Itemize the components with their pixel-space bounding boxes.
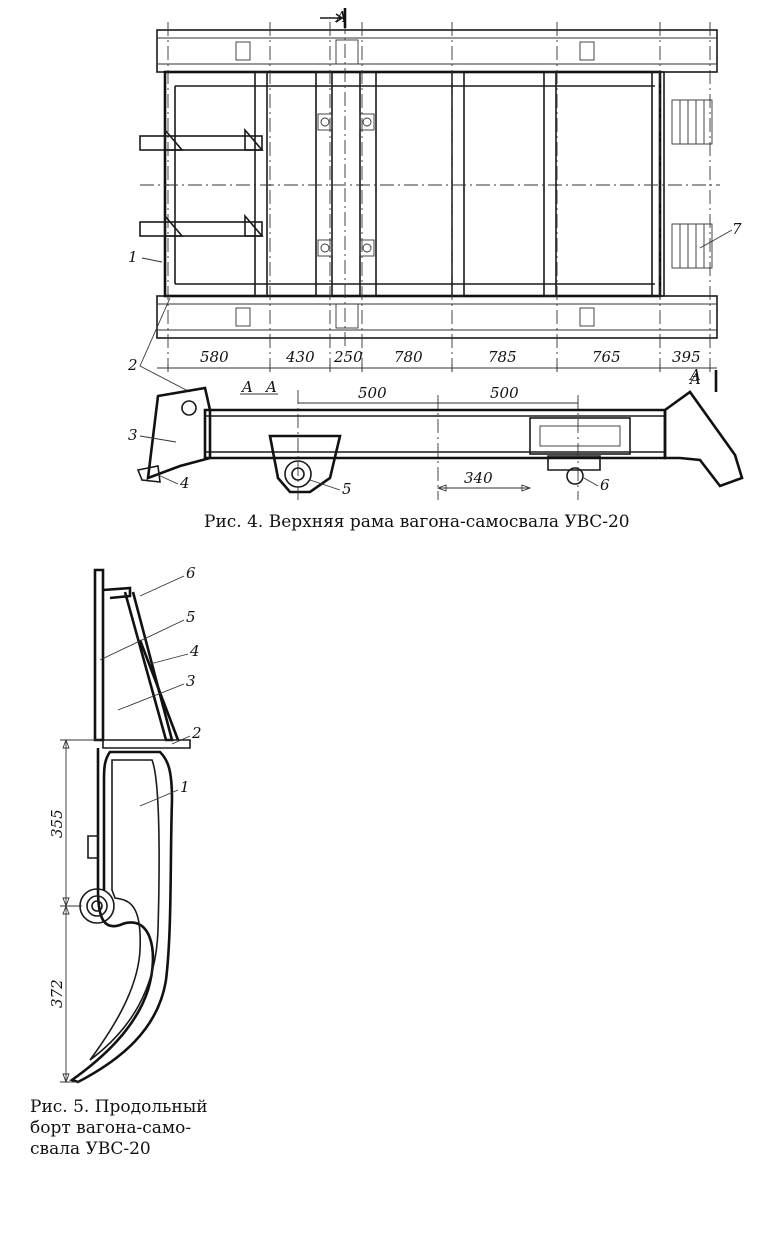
dim-500-left: 500: [358, 384, 387, 402]
callout-1: 1: [128, 248, 138, 266]
dim-395: 395: [672, 348, 701, 366]
figure-5-caption-line-2: борт вагона-само-: [30, 1118, 192, 1138]
callout-5: 5: [342, 480, 352, 498]
figure-5-caption-line-3: свала УВС-20: [30, 1139, 151, 1159]
section-label-a-arrow: A: [688, 366, 701, 384]
callout-6: 6: [600, 476, 610, 494]
callout-fig5-3: 3: [186, 672, 196, 690]
dim-765: 765: [592, 348, 621, 366]
callout-fig5-6: 6: [186, 564, 196, 582]
callout-4: 4: [179, 474, 190, 492]
callout-2: 2: [127, 356, 138, 374]
dim-780: 780: [394, 348, 423, 366]
dim-250: 250: [333, 348, 363, 366]
side-board-drawing: 355 372 6 5 4 3 2 1: [48, 564, 202, 1084]
dim-580: 580: [200, 348, 229, 366]
callout-fig5-2: 2: [191, 724, 202, 742]
dim-430: 430: [285, 348, 315, 366]
dim-500-right: 500: [490, 384, 519, 402]
figure-5-caption: Рис. 5. Продольный борт вагона-само- сва…: [30, 1097, 226, 1160]
section-label-a-right: A: [688, 370, 701, 388]
frame-plan-view: [139, 8, 720, 392]
section-label-a-top: A: [334, 8, 347, 26]
callout-fig5-4: 4: [189, 642, 200, 660]
dim-340: 340: [464, 469, 493, 487]
section-label-a1: A: [240, 378, 253, 396]
figure-4-caption: Рис. 4. Верхняя рама вагона-самосвала УВ…: [204, 512, 630, 532]
section-label-a2: A: [264, 378, 277, 396]
frame-section-view: 500 500 340 A A 3 4 5 6 A: [128, 366, 744, 500]
callout-fig5-1: 1: [180, 778, 190, 796]
callout-3: 3: [128, 426, 138, 444]
dim-372: 372: [48, 979, 66, 1008]
plan-dimension-row: 580 430 250 780 785 765 395: [157, 348, 717, 372]
callout-fig5-5: 5: [186, 608, 196, 626]
figure-5-caption-line-1: Рис. 5. Продольный: [30, 1097, 208, 1117]
dim-355: 355: [48, 809, 66, 838]
dim-785: 785: [488, 348, 517, 366]
callout-7: 7: [732, 220, 742, 238]
plan-callouts: 1 2 7 A A: [127, 8, 742, 393]
